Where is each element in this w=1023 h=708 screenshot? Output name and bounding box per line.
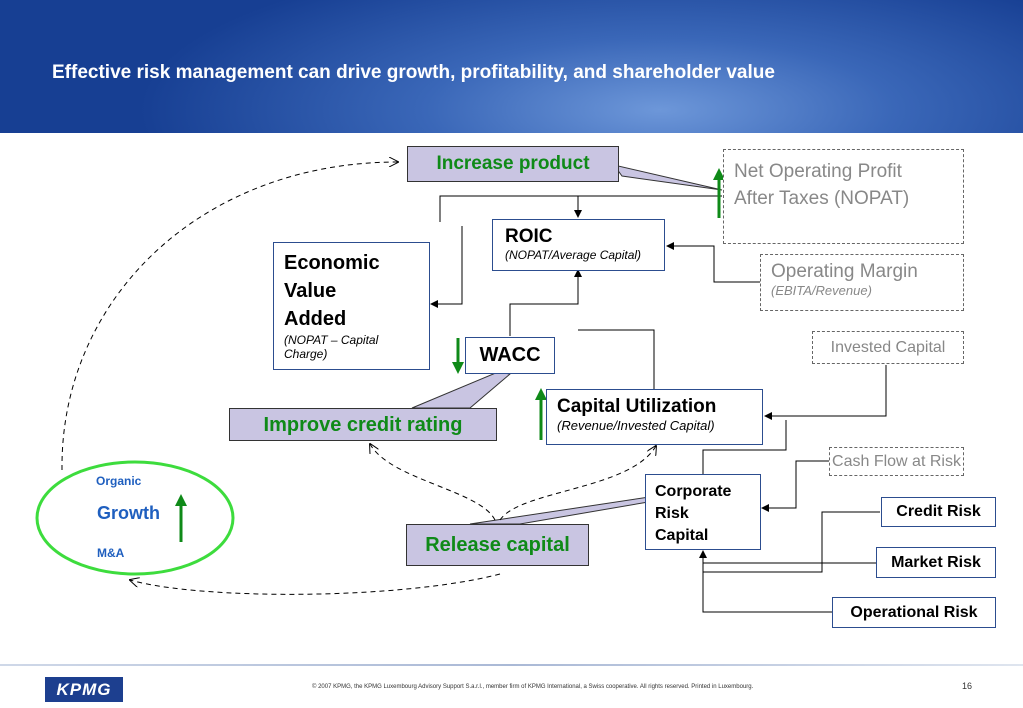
nopat-line1: Net Operating Profit [734, 161, 902, 182]
operating-margin-box: Operating Margin (EBITA/Revenue) [760, 254, 964, 311]
header-banner: Effective risk management can drive grow… [0, 0, 1023, 133]
invested-to-caputil [764, 365, 887, 420]
kpmg-logo: KPMG [45, 677, 123, 702]
capital-utilization-formula: (Revenue/Invested Capital) [557, 418, 715, 433]
roic-to-eva [430, 226, 463, 308]
release-to-growth-arc [130, 573, 501, 595]
up-arrow-icon [175, 494, 187, 542]
page-number: 16 [962, 681, 973, 691]
eva-line3: Added [284, 308, 347, 330]
operating-margin-formula: (EBITA/Revenue) [771, 283, 872, 298]
operational-risk-box: Operational Risk [832, 597, 996, 628]
release-capital-box: Release capital [406, 524, 589, 566]
crc-line3: Capital [655, 527, 709, 544]
down-arrow-icon [452, 338, 464, 374]
increase-product-box: Increase product [407, 146, 619, 182]
growth-label: Growth [97, 503, 160, 523]
credit-to-crc [699, 511, 880, 573]
caputil-line [578, 329, 655, 389]
invested-capital-box: Invested Capital [812, 331, 964, 364]
growth-organic-label: Organic [96, 474, 142, 488]
growth-to-increase-arc [61, 162, 398, 471]
roic-formula: (NOPAT/Average Capital) [505, 248, 642, 262]
operational-to-crc [702, 572, 832, 613]
eva-line1: Economic [284, 252, 380, 274]
growth-ma-label: M&A [97, 546, 125, 560]
nopat-box: Net Operating Profit After Taxes (NOPAT) [723, 149, 964, 244]
corporate-risk-capital-box: Corporate Risk Capital [645, 474, 761, 550]
footer-divider [0, 664, 1023, 666]
cfar-to-crc [761, 460, 829, 512]
wacc-box: WACC [465, 337, 555, 374]
crc-line1: Corporate [655, 483, 732, 500]
up-arrow-icon [713, 168, 725, 218]
up-arrow-icon [535, 388, 547, 440]
wacc-line [509, 269, 582, 336]
crc-line2: Risk [655, 505, 689, 522]
eva-line2: Value [284, 280, 337, 302]
page-title: Effective risk management can drive grow… [52, 62, 775, 83]
cash-flow-at-risk-box: Cash Flow at Risk [829, 447, 964, 476]
nopat-to-roic [574, 195, 722, 218]
capital-utilization-box: Capital Utilization (Revenue/Invested Ca… [546, 389, 763, 445]
opmargin-to-roic [666, 242, 762, 283]
improve-credit-box: Improve credit rating [229, 408, 497, 441]
operating-margin-title: Operating Margin [771, 261, 918, 282]
credit-risk-box: Credit Risk [881, 497, 996, 527]
eva-box: Economic Value Added (NOPAT – Capital Ch… [273, 242, 430, 370]
market-risk-box: Market Risk [876, 547, 996, 578]
roic-box: ROIC (NOPAT/Average Capital) [492, 219, 665, 271]
nopat-line2: After Taxes (NOPAT) [734, 188, 910, 209]
release-capital-callout [469, 495, 662, 525]
roic-title: ROIC [505, 226, 553, 247]
nopat-to-eva [439, 195, 578, 222]
crc-to-caputil [702, 420, 787, 474]
improve-credit-callout [411, 371, 512, 409]
copyright-text: © 2007 KPMG, the KPMG Luxembourg Advisor… [312, 684, 754, 690]
release-to-credit-arc [370, 444, 496, 521]
growth-ellipse [35, 460, 235, 576]
release-to-caputil-arc [499, 446, 656, 521]
increase-product-callout [612, 164, 723, 191]
capital-utilization-title: Capital Utilization [557, 396, 717, 417]
eva-formula: (NOPAT – Capital Charge) [284, 333, 379, 361]
